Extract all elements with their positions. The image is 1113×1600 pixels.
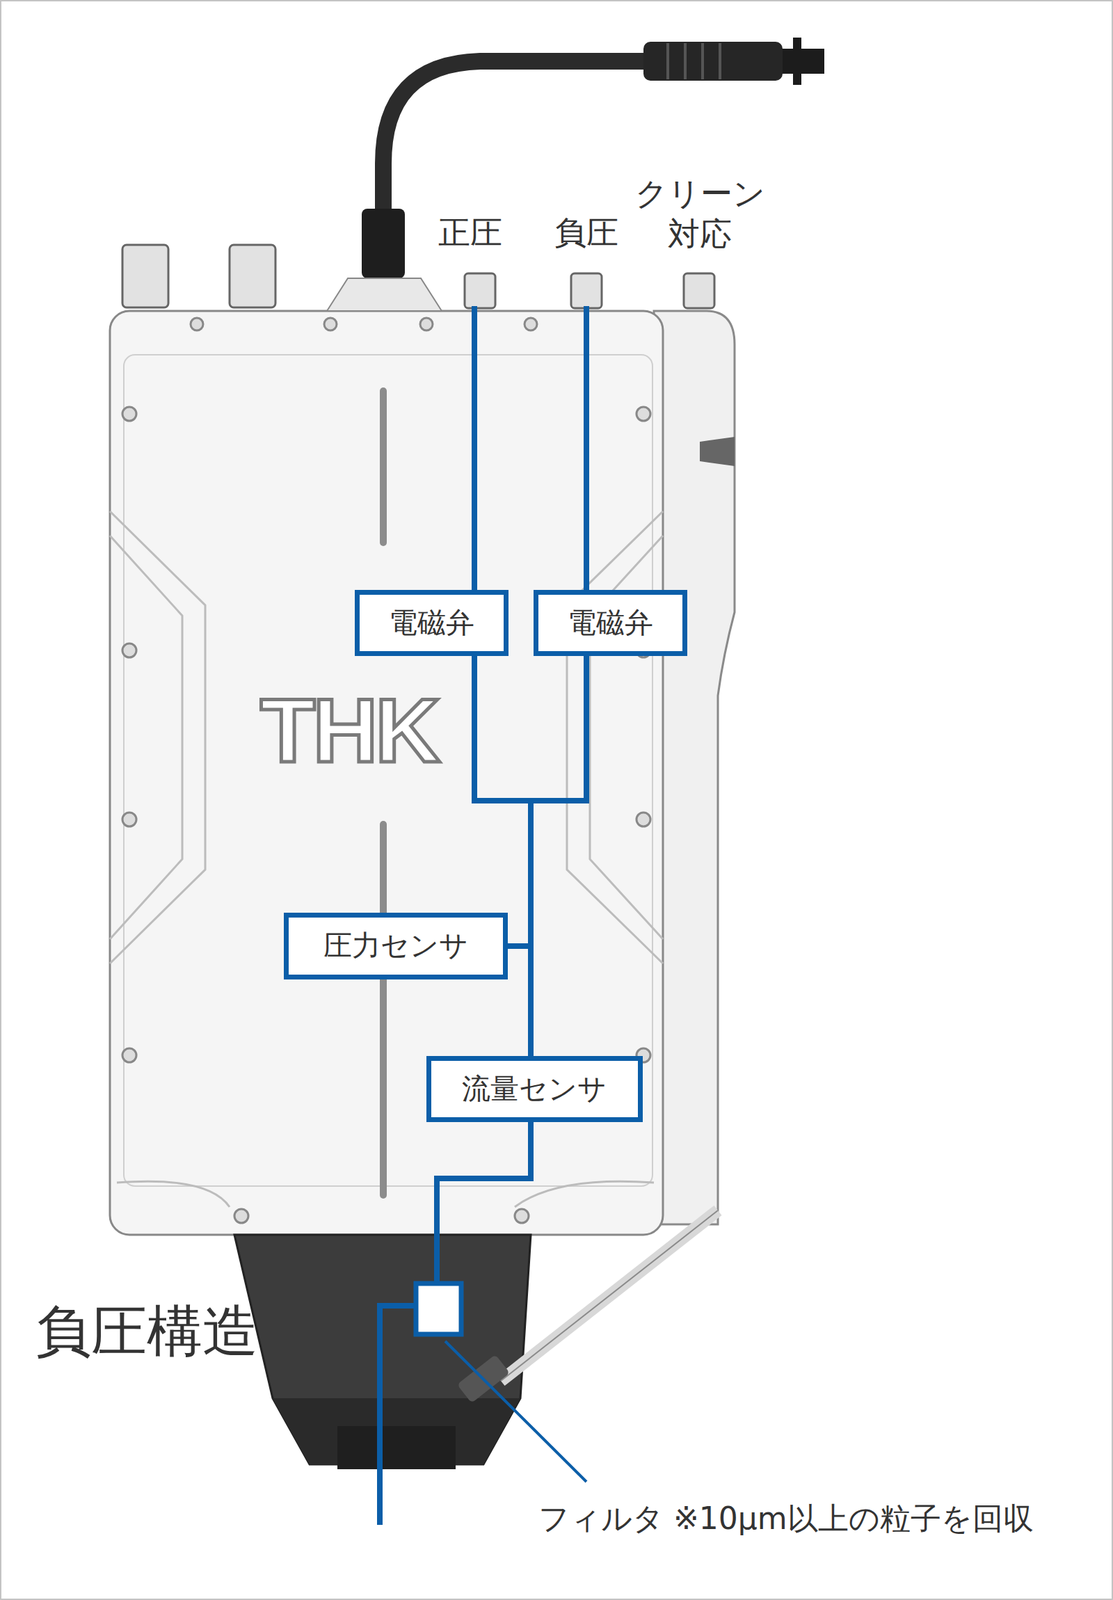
pressure-sensor: 圧力センサ — [283, 912, 508, 980]
side-chevrons — [109, 511, 663, 1207]
nozzle-tip — [337, 1426, 456, 1470]
cable-connector — [643, 41, 783, 81]
solenoid-valve: 電磁弁 — [354, 589, 509, 656]
connector-ring — [793, 37, 802, 85]
air-path-connector — [530, 655, 587, 1056]
leader-line — [445, 1341, 587, 1482]
housing-panel — [123, 354, 653, 1187]
air-path-connector — [507, 946, 531, 1056]
side-tube-edge — [500, 1210, 718, 1381]
structure-title: 負圧構造 — [35, 1296, 259, 1367]
filter-element — [415, 1283, 462, 1335]
filter-note: フィルタ ※10μm以上の粒子を回収 — [538, 1499, 1034, 1538]
cable-boss — [326, 278, 442, 311]
brand-logo: THK — [260, 685, 438, 776]
air-path-connector — [474, 655, 531, 1056]
port-label: 正圧 — [438, 212, 503, 254]
node-text: 流量センサ — [461, 1071, 607, 1107]
node-text: 電磁弁 — [388, 605, 475, 640]
screws — [122, 317, 651, 1223]
strain-relief — [361, 208, 405, 279]
cable — [383, 61, 651, 275]
flow-sensor: 流量センサ — [426, 1055, 643, 1123]
port-label: 負圧 — [554, 212, 619, 254]
air-fittings — [122, 244, 715, 309]
node-text: 圧力センサ — [323, 928, 469, 963]
node-text: 電磁弁 — [567, 605, 654, 640]
rail-latch — [699, 436, 735, 467]
solenoid-valve: 電磁弁 — [533, 589, 688, 656]
connector-tip — [782, 48, 825, 74]
side-tube — [500, 1210, 718, 1381]
connector-ribs — [667, 43, 720, 80]
groove-bars — [379, 387, 387, 1199]
side-rail — [653, 310, 735, 1225]
housing — [109, 310, 663, 1235]
port-label: クリーン 対応 — [626, 173, 774, 254]
